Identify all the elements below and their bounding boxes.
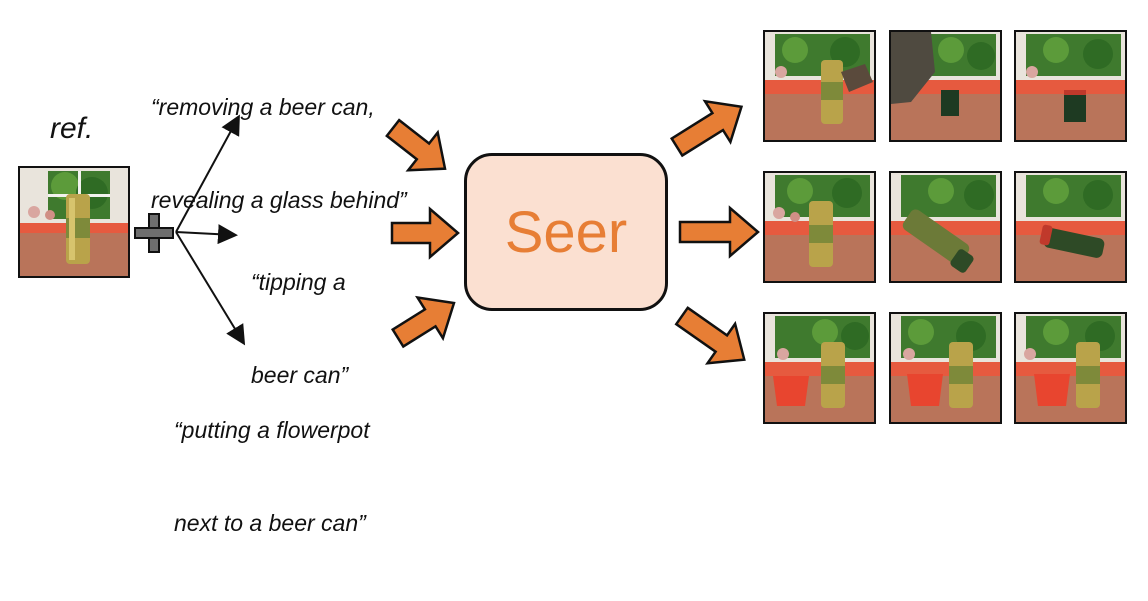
seer-pipeline-diagram: ref.	[18, 30, 1127, 536]
output-frame-removing-2	[889, 30, 1002, 142]
branch-arrow-top	[175, 114, 240, 233]
output-frame-removing-1	[763, 30, 876, 142]
output-frame-tipping-2	[889, 171, 1002, 283]
prompt-tipping: “tipping a beer can”	[251, 205, 348, 453]
input-arrow-middle	[390, 206, 460, 260]
output-frame-removing-3	[1014, 30, 1127, 142]
output-frame-flowerpot-3	[1014, 312, 1127, 424]
prompt-removing-line2: revealing a glass behind”	[151, 187, 407, 213]
output-frame-tipping-1	[763, 171, 876, 283]
output-frame-tipping-3	[1014, 171, 1127, 283]
input-arrow-top	[385, 118, 447, 172]
input-arrow-bottom	[390, 295, 456, 349]
prompt-removing-line1: “removing a beer can,	[151, 94, 375, 120]
prompt-flowerpot-line1: “putting a flowerpot	[174, 417, 370, 443]
output-arrow-top	[669, 99, 744, 158]
seer-model-box: Seer	[464, 153, 668, 311]
seer-model-label: Seer	[504, 199, 628, 265]
output-arrow-bottom	[674, 306, 746, 365]
prompt-removing: “removing a beer can, revealing a glass …	[151, 30, 407, 278]
reference-frame	[18, 166, 130, 278]
plus-icon	[134, 213, 174, 253]
branch-arrow-bottom	[175, 231, 246, 346]
prompt-flowerpot-line2: next to a beer can”	[174, 510, 366, 536]
output-frame-flowerpot-1	[763, 312, 876, 424]
output-arrow-middle	[678, 205, 760, 259]
output-frame-flowerpot-2	[889, 312, 1002, 424]
flow-arrows	[385, 99, 760, 365]
reference-label: ref.	[50, 112, 94, 145]
prompt-tipping-line1: “tipping a	[251, 269, 346, 295]
prompt-tipping-line2: beer can”	[251, 362, 349, 388]
branch-arrow-middle	[175, 224, 238, 245]
branch-arrows	[175, 114, 246, 346]
